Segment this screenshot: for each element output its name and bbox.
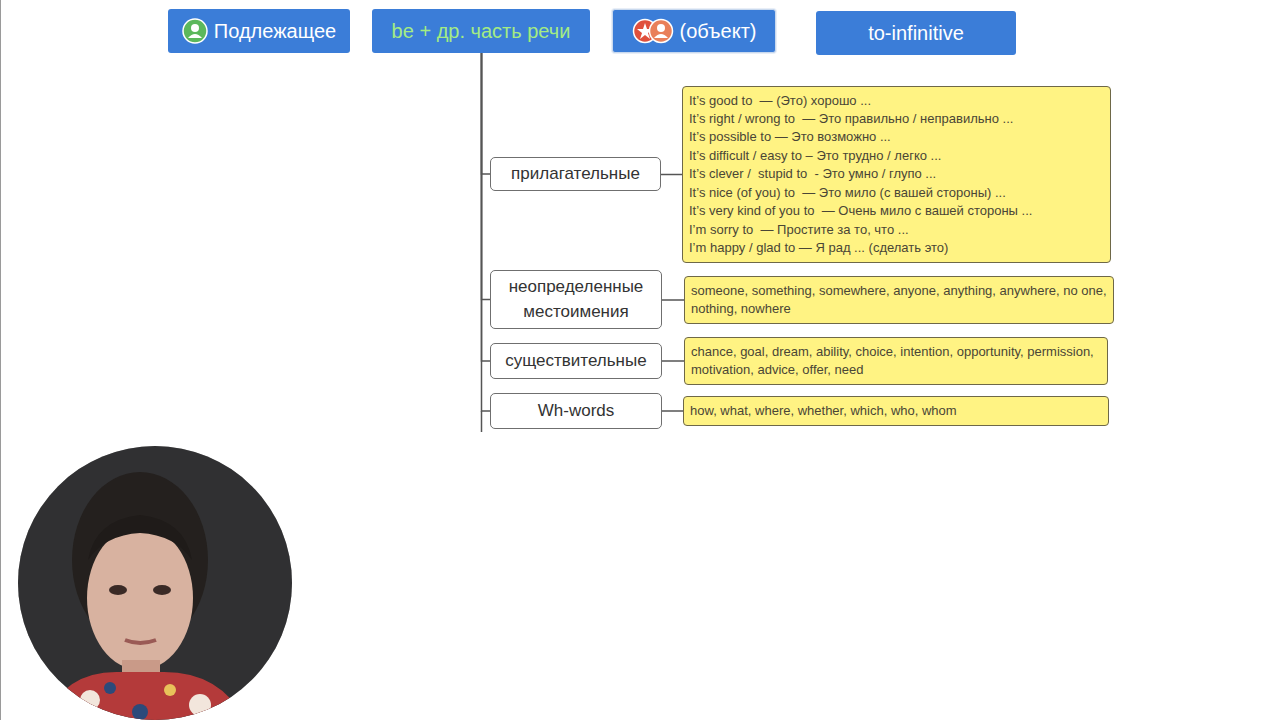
example-text: It’s right / wrong to — Это правильно / …	[689, 110, 1104, 128]
node-label: to-infinitive	[868, 22, 964, 45]
connector	[482, 53, 491, 361]
connector	[482, 53, 491, 411]
example-text: It’s good to — (Это) хорошо ...	[689, 92, 1104, 110]
connector	[482, 53, 491, 174]
connector	[662, 410, 683, 412]
example-text: It’s very kind of you to — Очень мило с …	[689, 202, 1104, 220]
examples-box: It’s good to — (Это) хорошо ...It’s righ…	[682, 86, 1111, 263]
node-label: Подлежащее	[214, 20, 336, 43]
person-icon	[182, 18, 208, 44]
node-label: неопределенные местоимения	[497, 275, 655, 324]
node-label: be + др. часть речи	[392, 20, 571, 43]
example-text: It’s clever / stupid to - Это умно / глу…	[689, 165, 1104, 183]
connector	[662, 299, 684, 301]
example-text: It’s difficult / easy to – Это трудно / …	[689, 147, 1104, 165]
page-edge-line	[0, 0, 1, 720]
predicate-button: be + др. часть речи	[372, 9, 590, 53]
example-text: It’s possible to — Это возможно ...	[689, 128, 1104, 146]
connector	[662, 360, 684, 362]
examples-box: how, what, where, whether, which, who, w…	[683, 396, 1109, 426]
trunk-tail	[481, 411, 483, 432]
node-label: существительные	[505, 349, 646, 374]
example-text: It’s nice (of you) to — Это мило (с ваше…	[689, 184, 1104, 202]
examples-box: chance, goal, dream, ability, choice, in…	[684, 337, 1108, 385]
node-label: прилагательные	[511, 162, 640, 187]
example-text: I’m sorry to — Простите за то, что ...	[689, 221, 1104, 239]
category-box: прилагательные	[490, 157, 661, 191]
subject-button: Подлежащее	[168, 9, 350, 53]
node-label: Wh-words	[538, 399, 615, 424]
example-text: chance, goal, dream, ability, choice, in…	[691, 343, 1101, 380]
category-box: неопределенные местоимения	[490, 270, 662, 329]
examples-box: someone, something, somewhere, anyone, a…	[684, 276, 1114, 324]
object-icons	[632, 18, 674, 44]
example-text: someone, something, somewhere, anyone, a…	[691, 282, 1107, 319]
webcam-video	[10, 440, 310, 720]
node-label: (объект)	[680, 20, 757, 43]
example-text: how, what, where, whether, which, who, w…	[690, 402, 1102, 420]
object-button: (объект)	[612, 9, 776, 53]
connector	[482, 53, 491, 300]
category-box: Wh-words	[490, 393, 662, 429]
connector	[661, 174, 682, 176]
category-box: существительные	[490, 343, 662, 379]
example-text: I’m happy / glad to — Я рад ... (сделать…	[689, 239, 1104, 257]
infinitive-button: to-infinitive	[816, 11, 1016, 55]
